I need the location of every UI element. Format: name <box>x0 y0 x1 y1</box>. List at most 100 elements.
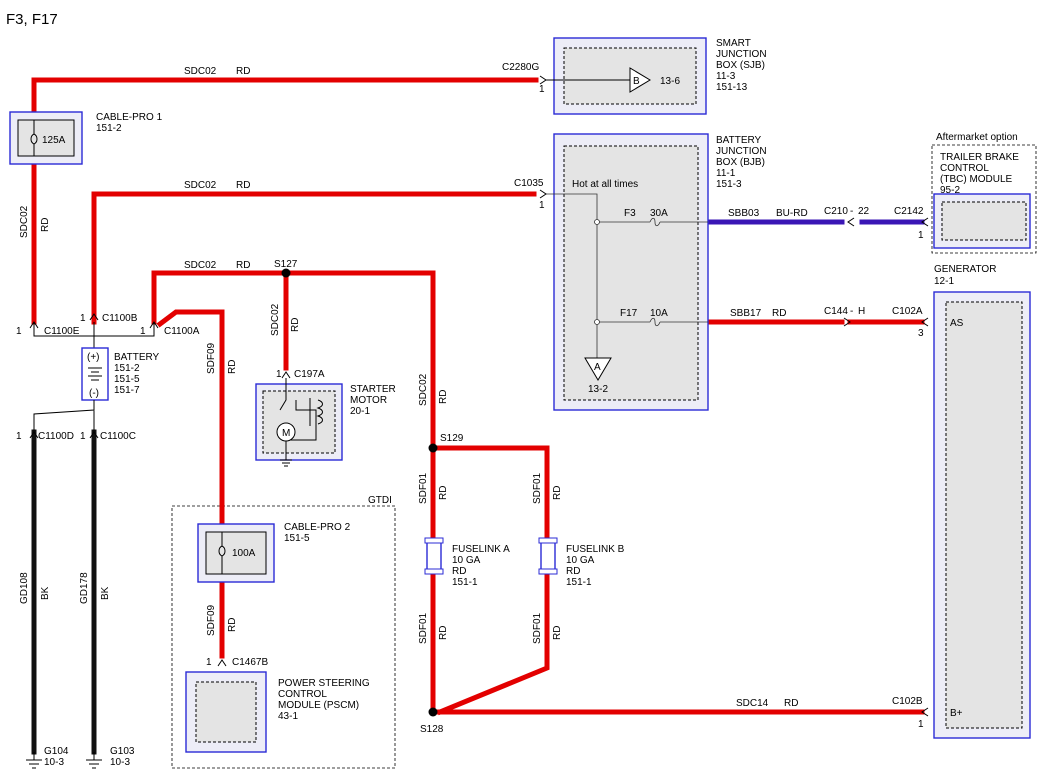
bjb-ground-triangle-icon <box>584 357 612 381</box>
c1035-label: C1035 <box>514 178 544 189</box>
generator-pin-as: AS <box>950 318 964 329</box>
c2280g-pin: 1 <box>539 84 545 95</box>
bjb-hot-text: Hot at all times <box>572 179 638 190</box>
starter-ground-icon <box>280 441 292 467</box>
wire-color-sdf01-a-upper: RD <box>438 486 449 500</box>
bjb-name-2: JUNCTION <box>716 146 767 157</box>
fuse-f17-icon <box>649 317 661 327</box>
gtdi-label: GTDI <box>368 495 392 506</box>
battery-name: BATTERY <box>114 352 160 363</box>
wire-color-sbb17: RD <box>772 308 786 319</box>
wire-label-sdc02-starter: SDC02 <box>270 303 281 336</box>
c1100b-label: C1100B <box>102 313 138 324</box>
wire-color-sdf09-upper: RD <box>227 360 238 374</box>
cablepro1-inner <box>17 119 75 157</box>
sjb-buffer-icon <box>629 67 651 93</box>
cablepro2-rating: 100A <box>232 548 256 559</box>
gtdi-region <box>171 505 396 769</box>
sjb-name-3: BOX (SJB) <box>716 60 765 71</box>
sjb-ref-2: 151-13 <box>716 82 748 93</box>
bjb-ref-1: 11-1 <box>716 168 736 179</box>
bjb-ground-ref: 13-2 <box>588 384 608 395</box>
c102a-marker-icon <box>921 317 929 327</box>
starter-motor: M STARTER MOTOR 20-1 <box>255 378 396 467</box>
red-wires <box>31 77 925 716</box>
bjb-name-3: BOX (BJB) <box>716 157 765 168</box>
wire-color-sdf09-lower: RD <box>227 618 238 632</box>
wire-sdf01-s129-fuselinkb <box>430 445 550 543</box>
c197a-marker-icon <box>281 371 291 379</box>
c1100d-label: C1100D <box>38 431 74 442</box>
c2142-marker-icon <box>921 217 929 227</box>
starter-switch-icon <box>279 378 287 411</box>
c144-dash: - <box>850 306 853 317</box>
starter-motor-symbol: M <box>282 428 290 439</box>
pscm-name-2: CONTROL <box>278 689 327 700</box>
wire-sdc02-sjb <box>31 77 539 115</box>
c197a-label: C197A <box>294 369 325 380</box>
bjb-ref-2: 151-3 <box>716 179 742 190</box>
pscm-name-3: MODULE (PSCM) <box>278 700 359 711</box>
ground-g103: G103 10-3 <box>86 746 135 769</box>
c1035-marker-icon <box>539 189 547 199</box>
cablepro1-ref: 151-2 <box>96 123 122 134</box>
battery-minus: (-) <box>89 388 99 399</box>
c102b-marker-icon <box>921 707 929 717</box>
battery-ref-1: 151-2 <box>114 363 140 374</box>
connector-labels: C2280G 1 C1035 1 C2142 1 C210 - 22 C144 … <box>16 62 924 730</box>
wire-color-sdf01-b-lower: RD <box>552 626 563 640</box>
fuselink-a-line-2: 10 GA <box>452 555 481 566</box>
c144-marker-icon <box>843 317 851 327</box>
cablepro2-fuse-icon <box>218 532 226 557</box>
wire-label-sdc02-top: SDC02 <box>184 66 217 77</box>
fuse-f3-name: F3 <box>624 208 636 219</box>
fuselink-b: FUSELINK B 10 GA RD 151-1 <box>538 537 625 588</box>
c1100c-label: C1100C <box>100 431 136 442</box>
wire-color-sdc02-starter: RD <box>290 318 301 332</box>
cablepro1-name: CABLE-PRO 1 <box>96 112 163 123</box>
wire-color-sdc02-bjb: RD <box>236 180 250 191</box>
c1100b-marker-icon <box>89 313 99 321</box>
wire-label-sdc02-s129: SDC02 <box>418 373 429 406</box>
wire-label-sbb03: SBB03 <box>728 208 760 219</box>
c1100e-marker-icon <box>29 321 39 329</box>
wire-label-sdc02-left: SDC02 <box>19 205 30 238</box>
starter-ref: 20-1 <box>350 406 370 417</box>
wire-label-sdf01-b-upper: SDF01 <box>532 472 543 504</box>
c2280g-marker-icon <box>539 75 547 85</box>
wire-sdc02-s127 <box>151 270 436 451</box>
fuse-f17-name: F17 <box>620 308 638 319</box>
fuselink-a-line-1: FUSELINK A <box>452 544 510 555</box>
c210-dash: - <box>850 206 853 217</box>
fuselink-a-box <box>426 539 442 573</box>
c1035-pin: 1 <box>539 200 545 211</box>
bjb-ground-label: A <box>594 362 601 373</box>
c197a-pin: 1 <box>276 369 282 380</box>
tbc-ref: 95-2 <box>940 185 960 196</box>
c1100a-marker-icon <box>149 321 159 329</box>
wire-color-sdf01-a-lower: RD <box>438 626 449 640</box>
starter-inner <box>262 390 336 454</box>
connector-markers <box>29 75 929 717</box>
splice-s128-dot <box>428 707 438 717</box>
c1467b-marker-icon <box>217 659 227 667</box>
starter-solenoid-icon <box>316 399 323 425</box>
c1100a-label: C1100A <box>164 326 200 337</box>
wire-label-sdf09-lower: SDF09 <box>206 604 217 636</box>
starter-name-2: MOTOR <box>350 395 387 406</box>
fuselink-a-line-3: RD <box>452 566 466 577</box>
ground-g104: G104 10-3 <box>26 746 69 769</box>
wire-label-sdf01-a-lower: SDF01 <box>418 612 429 644</box>
wire-color-gd178: BK <box>100 586 111 600</box>
wire-sdf09-cablepro2 <box>156 309 225 527</box>
wire-label-sdc02-s127: SDC02 <box>184 260 217 271</box>
wire-color-sdc02-left: RD <box>40 218 51 232</box>
tbc-name-1: TRAILER BRAKE <box>940 152 1019 163</box>
c1467b-pin: 1 <box>206 657 212 668</box>
fuselink-a-line-4: 151-1 <box>452 577 478 588</box>
battery-box <box>81 347 109 401</box>
wire-color-sdc02-s129: RD <box>438 390 449 404</box>
splice-s128-label: S128 <box>420 724 444 735</box>
splice-s129-label: S129 <box>440 433 464 444</box>
